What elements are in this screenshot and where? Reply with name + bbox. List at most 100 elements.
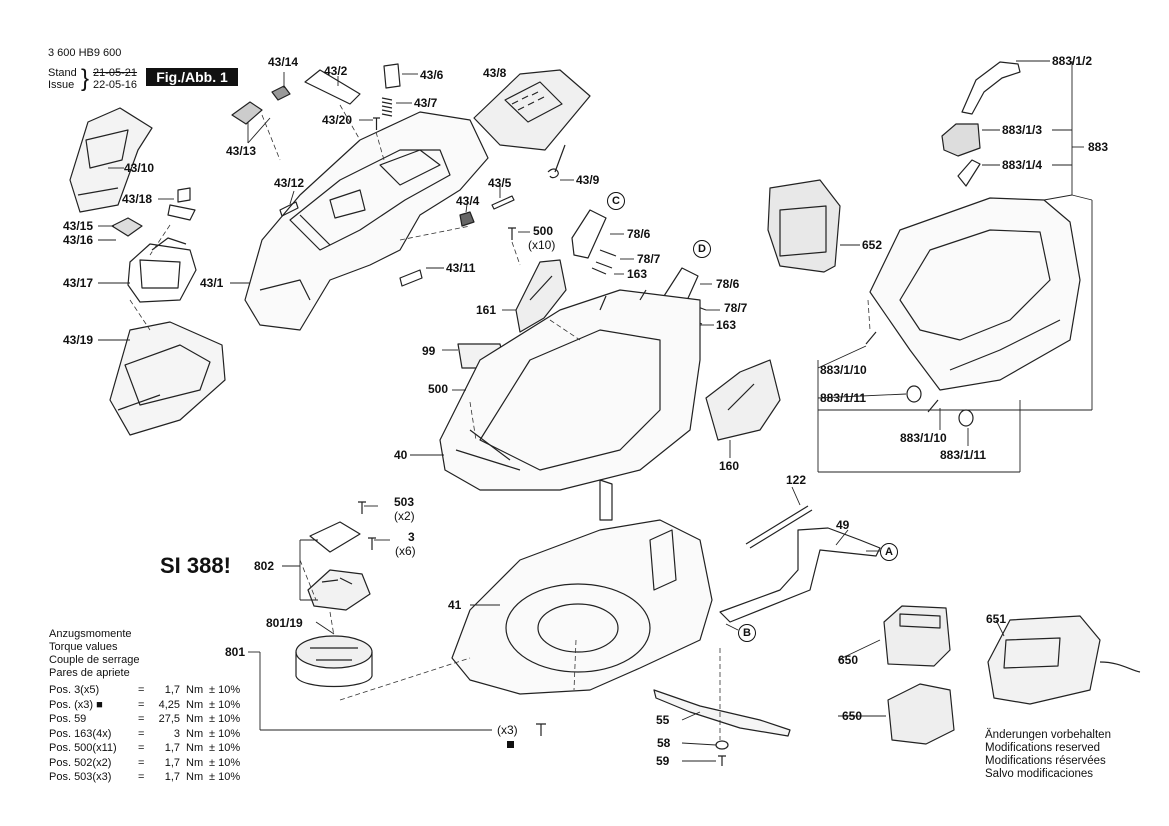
issue-date: 22-05-16 [93, 79, 138, 91]
note-fr: Modifications réservées [985, 755, 1106, 767]
callout-43-17: 43/17 [63, 276, 94, 290]
part-43-14 [271, 85, 291, 101]
callout-500-a: 500 [533, 224, 554, 238]
callout-78-6-a: 78/6 [627, 227, 651, 241]
callout-883-1-10-a: 883/1/10 [820, 363, 867, 377]
callout-161: 161 [476, 303, 497, 317]
callout-43-14: 43/14 [268, 55, 299, 69]
part-160 [705, 359, 781, 441]
part-883-1-2-handle [961, 61, 1021, 115]
torque-pos: Pos. (x3) ■ [49, 698, 103, 711]
torque-unit: Nm [186, 771, 204, 783]
torque-eq: = [138, 756, 145, 769]
callout-40: 40 [394, 448, 408, 462]
part-43-9-spring [547, 144, 566, 179]
callout-78-7-a: 78/7 [637, 252, 661, 266]
callout-43-1: 43/1 [200, 276, 224, 290]
part-3-screw [368, 537, 376, 550]
callout-160: 160 [719, 459, 740, 473]
part-43-15 [111, 217, 143, 237]
callout-99: 99 [422, 344, 436, 358]
torque-value: 27,5 [158, 713, 180, 725]
part-883-grassbox [869, 197, 1081, 391]
torque-unit: Nm [186, 684, 204, 696]
torque-marker-square [507, 741, 514, 748]
torque-title-fr: Couple de serrage [49, 654, 140, 666]
callout-122: 122 [786, 473, 807, 487]
callout-41: 41 [448, 598, 462, 612]
torque-value: 1,7 [164, 771, 180, 783]
stand-label: Stand [48, 67, 77, 79]
callout-163-a: 163 [627, 267, 648, 281]
callout-43-19: 43/19 [63, 333, 94, 347]
callout-651: 651 [986, 612, 1007, 626]
part-883-1-4 [957, 159, 981, 187]
issue-label: Issue [48, 79, 75, 91]
note-es: Salvo modificaciones [985, 768, 1094, 780]
torque-eq: = [138, 698, 145, 711]
callout-43-10: 43/10 [124, 161, 155, 175]
part-43-19-housing [109, 321, 226, 436]
part-49-axle [719, 527, 881, 623]
callout-883-1-11-a: 883/1/11 [820, 391, 867, 405]
modifications-note: Änderungen vorbehalten Modifications res… [985, 729, 1111, 781]
part-503-screw [358, 501, 366, 514]
service-info-note: SI 388! [160, 553, 231, 578]
part-652-panel [767, 179, 841, 273]
part-43-18 [177, 187, 191, 203]
callout-883-1-11-b: 883/1/11 [940, 448, 987, 462]
torque-title-es: Pares de apriete [49, 667, 130, 679]
part-58-washer [715, 740, 729, 750]
note-en: Modifications reserved [985, 742, 1101, 754]
part-43-10-cover [69, 107, 153, 213]
callout-43-18: 43/18 [122, 192, 153, 206]
torque-tolerance: ± 10% [209, 698, 241, 711]
part-883-1-11-cap-a [906, 385, 922, 403]
part-43-7-spring [381, 97, 393, 117]
part-43-12 [279, 201, 299, 217]
torque-pos: Pos. 502(x2) [49, 756, 112, 769]
figure-label: Fig./Abb. 1 [146, 68, 238, 86]
callout-43-2: 43/2 [324, 64, 348, 78]
callout-43-6: 43/6 [420, 68, 444, 82]
torque-value: 4,25 [158, 698, 180, 711]
callout-3: 3 [408, 530, 415, 544]
part-deck-screw [536, 723, 546, 736]
callout-43-11: 43/11 [446, 261, 476, 275]
callout-43-15: 43/15 [63, 219, 94, 233]
part-43-2-handle [304, 69, 361, 105]
callout-883-1-4: 883/1/4 [1002, 158, 1043, 172]
torque-eq: = [138, 771, 145, 783]
document-number: 3 600 HB9 600 [48, 47, 122, 59]
callout-43-20: 43/20 [322, 113, 353, 127]
part-883-1-11-cap-b [958, 409, 974, 427]
callout-78-7-b: 78/7 [724, 301, 748, 315]
part-55-blade [653, 689, 791, 737]
torque-value: 1,7 [164, 684, 180, 696]
callout-43-16: 43/16 [63, 233, 94, 247]
torque-title-block: Anzugsmomente Torque values Couple de se… [49, 628, 140, 680]
torque-eq: = [138, 727, 145, 740]
torque-eq: = [138, 713, 145, 725]
part-43-5-pin [491, 195, 515, 210]
callout-deck-screw-qty: (x3) [497, 723, 518, 737]
part-883-1-10-pin-a [865, 331, 877, 345]
callout-49: 49 [836, 518, 850, 532]
callout-883-1-2: 883/1/2 [1052, 54, 1093, 68]
torque-unit: Nm [186, 742, 204, 754]
callout-883-1-10-b: 883/1/10 [900, 431, 947, 445]
torque-pos: Pos. 500(x11) [49, 742, 117, 754]
part-43-8-keypad [473, 69, 591, 151]
callout-503-qty: (x2) [394, 509, 415, 523]
part-43-17-housing [127, 243, 197, 303]
part-43-20-screw [373, 117, 380, 130]
part-651-charger [987, 615, 1101, 705]
part-802-cover [309, 521, 361, 553]
callout-78-6-b: 78/6 [716, 277, 740, 291]
part-161 [515, 259, 567, 333]
torque-tolerance: ± 10% [209, 771, 241, 783]
callout-500-a-qty: (x10) [528, 238, 556, 252]
part-650-battery-b [887, 683, 955, 745]
torque-eq: = [138, 684, 145, 696]
